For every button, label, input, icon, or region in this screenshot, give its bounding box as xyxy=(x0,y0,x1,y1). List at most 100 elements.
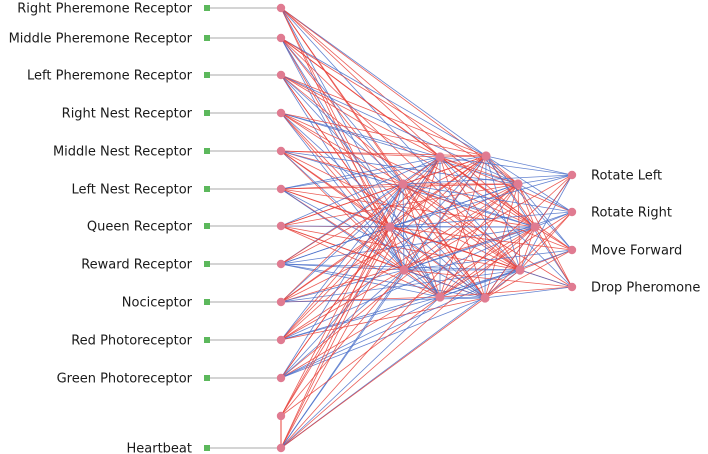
connection-edge-169 xyxy=(439,296,486,299)
connection-edge-173 xyxy=(439,156,573,288)
connection-edge-205 xyxy=(439,286,573,298)
connection-edge-125 xyxy=(439,155,487,158)
connection-edge-45 xyxy=(280,150,536,228)
hidden-node-4 xyxy=(385,222,395,232)
connection-edge-13 xyxy=(280,37,519,185)
connection-edge-208 xyxy=(484,249,573,299)
input-label-11: Heartbeat xyxy=(127,442,193,454)
input-node-7 xyxy=(276,259,286,269)
connection-edge-94 xyxy=(280,226,391,341)
input-marker-7 xyxy=(204,261,210,267)
input-marker-11 xyxy=(204,445,210,451)
connection-edge-62 xyxy=(280,183,404,227)
connection-edge-83 xyxy=(280,183,519,303)
connection-edge-58 xyxy=(280,188,441,298)
connection-edge-209 xyxy=(484,286,573,299)
hidden-node-1 xyxy=(481,151,491,161)
connection-edge-20 xyxy=(280,74,441,158)
input-node-3 xyxy=(276,108,286,118)
connection-edge-165 xyxy=(403,269,441,298)
input-marker-8 xyxy=(204,299,210,305)
connection-edge-206 xyxy=(484,174,573,299)
hidden-node-5 xyxy=(530,222,540,232)
connection-edge-138 xyxy=(403,155,487,271)
connection-edge-181 xyxy=(402,183,573,288)
output-label-3: Drop Pheromone xyxy=(591,281,700,296)
connection-edge-91 xyxy=(280,155,487,341)
connection-edge-122 xyxy=(280,226,391,417)
connection-edge-184 xyxy=(517,183,573,251)
connection-edge-148 xyxy=(402,183,486,299)
connection-edge-82 xyxy=(280,183,404,303)
connection-edge-166 xyxy=(403,269,486,299)
connection-edge-96 xyxy=(280,269,405,341)
connection-edge-78 xyxy=(280,263,441,298)
connection-edge-136 xyxy=(389,155,487,228)
connection-edge-204 xyxy=(439,249,573,298)
connection-edge-4 xyxy=(280,7,391,228)
connection-edge-139 xyxy=(485,155,521,271)
connection-edge-99 xyxy=(280,297,486,341)
connection-edge-72 xyxy=(280,183,404,265)
connection-edge-115 xyxy=(280,226,536,449)
connection-edge-201 xyxy=(519,269,573,288)
connection-edge-111 xyxy=(280,155,487,449)
network-nodes xyxy=(276,3,577,453)
connection-edge-84 xyxy=(280,226,391,303)
connection-edge-185 xyxy=(517,183,573,288)
connection-edge-196 xyxy=(403,249,573,271)
hidden-node-9 xyxy=(480,293,490,303)
connection-edge-114 xyxy=(280,226,391,449)
hidden-node-2 xyxy=(398,179,408,189)
connection-edge-147 xyxy=(402,183,441,298)
connection-edge-175 xyxy=(485,155,573,213)
input-node-1 xyxy=(276,33,286,43)
connection-edge-67 xyxy=(280,225,521,271)
connection-edge-108 xyxy=(280,296,441,379)
connection-edge-180 xyxy=(402,183,573,251)
connection-edge-150 xyxy=(517,183,536,228)
connection-edge-182 xyxy=(517,174,573,185)
output-label-0: Rotate Left xyxy=(591,169,662,184)
input-node-6 xyxy=(276,221,286,231)
connection-edge-9 xyxy=(280,7,486,299)
connection-edge-178 xyxy=(402,174,573,185)
connection-edge-68 xyxy=(280,225,441,298)
connection-edges xyxy=(280,7,573,449)
input-lines xyxy=(204,5,277,451)
connection-edge-11 xyxy=(280,37,487,157)
hidden-node-6 xyxy=(399,265,409,275)
connection-edge-105 xyxy=(280,226,536,379)
connection-edge-197 xyxy=(403,269,573,288)
connection-edge-86 xyxy=(280,269,405,303)
connection-edge-130 xyxy=(403,156,441,271)
connection-edge-143 xyxy=(389,183,404,228)
connection-edge-95 xyxy=(280,226,536,341)
input-label-10: Green Photoreceptor xyxy=(57,372,193,387)
output-label-2: Move Forward xyxy=(591,244,682,259)
connection-edge-128 xyxy=(389,156,441,228)
output-node-2 xyxy=(567,245,577,255)
connection-edge-140 xyxy=(439,155,487,298)
connection-edge-118 xyxy=(280,296,441,449)
connection-edge-59 xyxy=(280,188,486,299)
connection-edge-123 xyxy=(280,269,405,417)
connection-edge-35 xyxy=(280,112,536,228)
input-label-2: Left Pheremone Receptor xyxy=(27,69,193,84)
connection-edge-176 xyxy=(485,155,573,251)
input-label-4: Middle Nest Receptor xyxy=(53,145,193,160)
hidden-node-0 xyxy=(435,152,445,162)
connection-edge-127 xyxy=(439,156,519,185)
connection-edge-18 xyxy=(280,37,441,298)
connection-edge-129 xyxy=(439,156,536,228)
connection-edge-75 xyxy=(280,226,536,265)
connection-edge-174 xyxy=(485,155,573,176)
input-node-11 xyxy=(276,443,286,453)
connection-edge-102 xyxy=(280,183,404,379)
input-label-6: Queen Receptor xyxy=(87,220,193,235)
connection-edge-31 xyxy=(280,112,487,157)
connection-edge-207 xyxy=(484,211,573,299)
connection-edge-41 xyxy=(280,150,487,157)
connection-edge-171 xyxy=(439,156,573,213)
